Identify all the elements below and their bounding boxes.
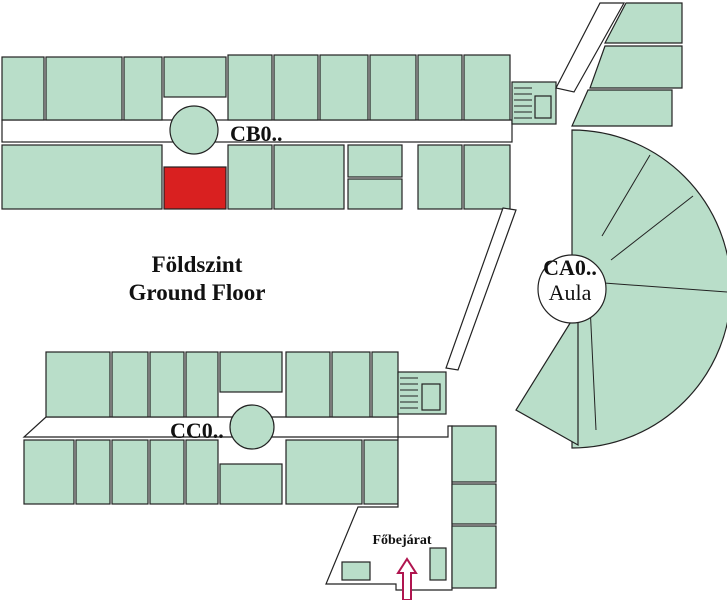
room[interactable] — [45, 351, 111, 418]
room[interactable] — [1, 56, 45, 121]
cb-wing-label: CB0.. — [230, 121, 283, 146]
room[interactable] — [273, 144, 345, 210]
room[interactable] — [149, 351, 185, 418]
ca-aula — [515, 129, 727, 449]
room[interactable] — [227, 144, 273, 210]
room[interactable] — [227, 54, 273, 121]
room[interactable] — [571, 89, 673, 127]
room[interactable] — [369, 54, 417, 121]
link-corridor-diagonal — [445, 207, 517, 371]
room[interactable] — [111, 439, 149, 505]
room[interactable] — [363, 439, 399, 505]
room[interactable] — [371, 351, 399, 418]
room[interactable] — [285, 439, 363, 505]
room[interactable] — [23, 439, 75, 505]
room[interactable] — [451, 425, 497, 483]
room[interactable] — [45, 56, 123, 121]
room[interactable] — [111, 351, 149, 418]
room[interactable] — [451, 483, 497, 525]
room[interactable] — [589, 45, 683, 89]
cc-wing-label: CC0.. — [170, 418, 224, 443]
cb-rotunda — [169, 105, 219, 155]
cc-wing — [22, 351, 447, 505]
floor-title-en: Ground Floor — [129, 280, 266, 305]
entrance-arrow-icon — [396, 557, 418, 600]
aula-label: Aula — [549, 280, 592, 305]
cb-connector-diagonal — [555, 2, 626, 93]
room[interactable] — [123, 56, 163, 121]
room[interactable] — [285, 351, 331, 418]
room[interactable] — [219, 351, 283, 393]
room[interactable] — [417, 54, 463, 121]
room[interactable] — [219, 463, 283, 505]
room-highlighted[interactable] — [163, 166, 227, 210]
room[interactable] — [149, 439, 185, 505]
north-annex — [571, 2, 683, 127]
room[interactable] — [463, 54, 511, 121]
room[interactable] — [429, 547, 447, 581]
room[interactable] — [185, 439, 219, 505]
room[interactable] — [75, 439, 111, 505]
cc-stairs — [400, 377, 441, 411]
room[interactable] — [331, 351, 371, 418]
room[interactable] — [604, 2, 683, 44]
room[interactable] — [347, 178, 403, 210]
cc-rotunda — [229, 404, 275, 450]
aula-center — [537, 254, 607, 324]
room[interactable] — [341, 561, 371, 581]
entrance-area — [325, 425, 497, 600]
room[interactable] — [451, 525, 497, 589]
aula-left-segment — [515, 319, 579, 447]
room[interactable] — [1, 144, 163, 210]
room[interactable] — [185, 351, 219, 418]
ca-wing-label: CA0.. — [543, 255, 597, 280]
room[interactable] — [347, 144, 403, 178]
cb-wing — [1, 2, 626, 210]
room[interactable] — [273, 54, 319, 121]
floor-title-hu: Földszint — [152, 252, 243, 277]
cb-stairs — [514, 87, 552, 119]
room[interactable] — [163, 56, 227, 98]
room[interactable] — [417, 144, 463, 210]
entrance-label: Főbejárat — [372, 533, 431, 548]
room[interactable] — [319, 54, 369, 121]
room[interactable] — [463, 144, 511, 210]
